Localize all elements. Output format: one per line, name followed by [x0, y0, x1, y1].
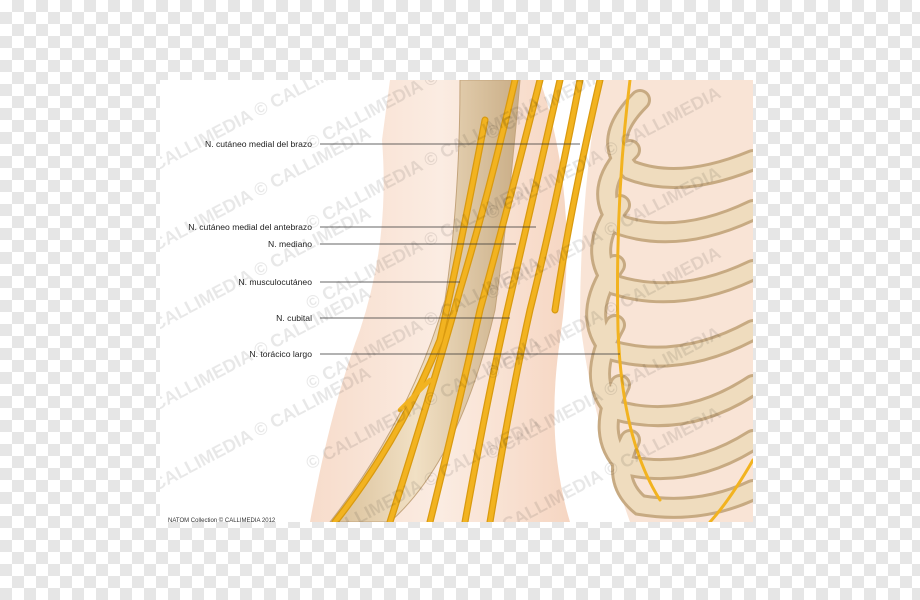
- nerve-cutaneo-antebrazo: [462, 80, 563, 522]
- leader-lines: [320, 143, 620, 355]
- label-cubital: N. cubital: [276, 313, 312, 323]
- nerve-bundle: [331, 80, 753, 522]
- nerve-musculocutaneo: [332, 117, 488, 522]
- label-toracico: N. torácico largo: [249, 349, 312, 359]
- nerve-branch: [552, 80, 603, 313]
- label-musculocutaneo: N. musculocutáneo: [238, 277, 312, 287]
- label-cutaneo-antebrazo: N. cutáneo medial del antebrazo: [188, 222, 312, 232]
- illustration-panel: © CALLIMEDIA © CALLIMEDIA © CALLIMEDIA ©…: [160, 80, 753, 522]
- nerve-mediano: [387, 80, 518, 522]
- label-cutaneo-brazo: N. cutáneo medial del brazo: [204, 139, 312, 149]
- arm-anatomy-illustration: © CALLIMEDIA © CALLIMEDIA © CALLIMEDIA ©…: [160, 80, 753, 522]
- label-mediano: N. mediano: [268, 239, 312, 249]
- rib-cage: [585, 89, 753, 519]
- credit-text: NATOM Collection © CALLIMEDIA 2012: [168, 518, 276, 524]
- nerve-toracico-largo: [616, 80, 662, 502]
- nerve-cubital: [427, 80, 543, 522]
- nerve-cutaneo-brazo: [487, 80, 583, 522]
